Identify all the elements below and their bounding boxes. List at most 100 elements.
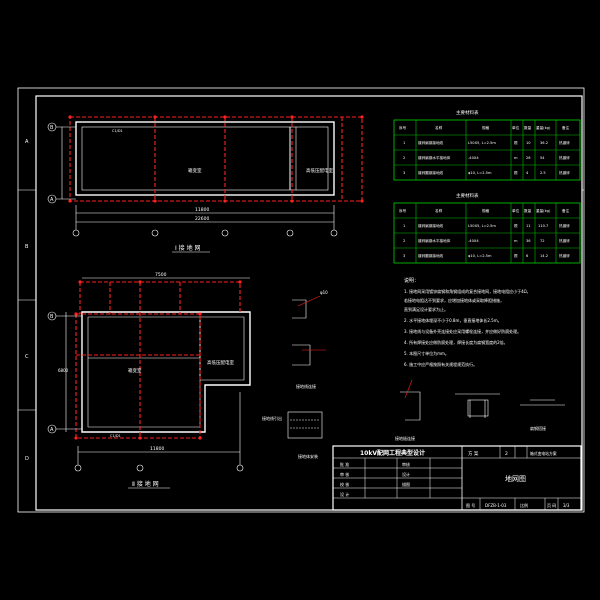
table-2-r2c1: 镀锌圆钢接地线 — [418, 253, 444, 258]
table-1-h3: 单位 — [512, 125, 520, 130]
table-1-r2c3: 根 — [514, 170, 518, 175]
border-mark-left-2: B — [25, 244, 29, 250]
table-1-h4: 数量 — [524, 125, 532, 130]
table-2-r0c4: 11 — [526, 224, 531, 228]
table-2-r1c6: 热镀锌 — [559, 238, 570, 243]
table-1-h6: 备注 — [562, 125, 570, 130]
table-2-r0c6: 热镀锌 — [559, 223, 570, 228]
table-1-h5: 重量(kg) — [536, 125, 551, 130]
design-name: 箱式变电站方案 — [530, 451, 557, 456]
table-2-h0: 序号 — [399, 208, 407, 213]
plan-1-room-label-2: 高低压配电室 — [306, 167, 333, 174]
notes-line-5: 3. 接地线与设备外壳连接处应采用螺栓连接，并应做好防腐处理。 — [404, 328, 521, 334]
plan-2-axis-a: A — [50, 427, 54, 433]
sign-col-2: 设计 — [402, 471, 410, 477]
table-1-r0c0: 1 — [403, 141, 405, 145]
table-1-r0c3: 根 — [514, 140, 518, 145]
sign-row-4: 设 计 — [340, 491, 349, 497]
table-2-h2: 规格 — [482, 208, 490, 213]
notes-line-1: 1. 接地网采用镀锌扁钢和角钢组成的复合接地网，接地电阻应小于4Ω， — [404, 288, 531, 294]
notes-line-4: 2. 水平接地体埋深不小于0.8m，垂直接地体长2.5m。 — [404, 317, 502, 323]
notes-line-3: 直到满足设计要求为止。 — [404, 306, 448, 312]
sign-row-3: 校 核 — [340, 481, 349, 487]
plan-1-building — [75, 121, 335, 196]
scale-label: 比例 — [520, 502, 528, 508]
notes-heading: 说明： — [404, 277, 419, 284]
table-1-r1c4: 26 — [526, 156, 531, 160]
plan-2-seg-label: C1/D1 — [110, 434, 121, 438]
table-1-h0: 序号 — [399, 125, 407, 130]
table-1-r1c3: m — [514, 156, 518, 160]
table-1-r2c0: 3 — [403, 171, 405, 175]
plan-1-title: Ⅰ 接 地 网 — [175, 244, 201, 252]
sign-col-1: 审核 — [402, 461, 410, 467]
plan-2-dim-bottom: 11800 — [150, 446, 164, 452]
plan-1-room-label-1: 箱变室 — [188, 167, 202, 174]
table-2-r0c3: 根 — [514, 223, 518, 228]
table-2-r2c4: 6 — [526, 254, 529, 258]
table-2-r2c5: 14.2 — [540, 254, 548, 258]
title-block — [332, 445, 582, 511]
border-mark-left-4: D — [25, 456, 29, 462]
sign-row-1: 批 准 — [340, 461, 349, 467]
border-mark-left-1: A — [25, 139, 29, 145]
table-1-r1c6: 热镀锌 — [559, 155, 570, 160]
plan-2-room-label-1: 箱变室 — [128, 367, 142, 374]
table-2-r1c5: 72 — [540, 239, 545, 243]
scheme-number: 2 — [505, 451, 508, 457]
inner-border — [35, 95, 583, 511]
sign-col-3: 描图 — [402, 481, 410, 487]
table-1 — [393, 119, 581, 181]
notes-line-6: 4. 所有焊接处应做防腐处理，焊接长度为扁钢宽度的2倍。 — [404, 339, 508, 345]
plan-2-axis-bubbles — [47, 277, 250, 472]
plan-1-seg-label: C1/D1 — [112, 129, 123, 133]
table-1-r0c1: 镀锌扁钢接地线 — [418, 140, 444, 145]
table-2-h3: 单位 — [512, 208, 520, 213]
table-2-r2c0: 3 — [403, 254, 405, 258]
plan-2-axis-b: B — [50, 314, 54, 320]
plan-2-grounding-grid — [75, 281, 241, 439]
plan-2-dim-left: 6800 — [58, 368, 69, 373]
table-1-r2c1: 镀锌圆钢接地线 — [418, 170, 444, 175]
notes-line-2: 若接地电阻达不到要求，应增加接地体或采取降阻措施， — [404, 297, 504, 303]
table-1-r0c5: 36.2 — [540, 141, 548, 145]
table-1-h1: 名称 — [435, 125, 443, 130]
table-1-title: 主要材料表 — [456, 109, 479, 116]
detail-1-title: 接地线连接 — [296, 383, 316, 389]
drawing-no-label: 图 号 — [466, 502, 475, 508]
notes-line-7: 5. 本图尺寸单位为mm。 — [404, 350, 449, 356]
plan-2-dim-top: 7500 — [155, 272, 167, 278]
table-2-h5: 重量(kg) — [536, 208, 551, 213]
border-mark-left-3: C — [25, 354, 29, 360]
table-2-r0c5: 110.7 — [538, 224, 548, 228]
plan-2-title: Ⅱ 接 地 网 — [132, 480, 159, 488]
table-2-r1c2: -40X4 — [468, 239, 479, 243]
plan-1-axis-bubbles — [47, 122, 338, 237]
table-1-h2: 规格 — [482, 125, 490, 130]
table-1-r0c6: 热镀锌 — [559, 140, 570, 145]
table-2-h1: 名称 — [435, 208, 443, 213]
notes-line-8: 6. 施工中应严格按照有关规程规范执行。 — [404, 361, 477, 367]
drawing-title: 地网图 — [505, 474, 526, 483]
table-2-r2c6: 热镀锌 — [559, 253, 570, 258]
plan-2-building — [81, 311, 251, 433]
table-2-r1c1: 镀锌扁钢水平接地体 — [418, 238, 451, 243]
table-2-r0c2: L50X5, L=2.5m — [468, 224, 496, 228]
table-2 — [393, 202, 581, 264]
table-1-r1c2: -40X4 — [468, 156, 479, 160]
table-2-r1c3: m — [514, 239, 518, 243]
drawing-no: DFZB-1-03 — [485, 503, 507, 508]
detail-drawings — [287, 295, 565, 439]
detail-3-title: 接地线引出 — [262, 415, 282, 421]
table-1-r2c4: 4 — [526, 171, 529, 175]
detail-5-title: 扁钢搭接 — [530, 425, 546, 431]
table-2-r2c3: 根 — [514, 253, 518, 258]
plan-2-ground-rods — [74, 280, 242, 440]
plan-1-grounding-grid — [69, 116, 363, 202]
detail-phi: φ10 — [320, 290, 328, 295]
sign-row-2: 审 核 — [340, 471, 349, 477]
scheme-label: 方 案 — [468, 450, 479, 457]
table-1-r0c4: 10 — [526, 141, 531, 145]
plan-1-axis-a: A — [50, 197, 54, 203]
